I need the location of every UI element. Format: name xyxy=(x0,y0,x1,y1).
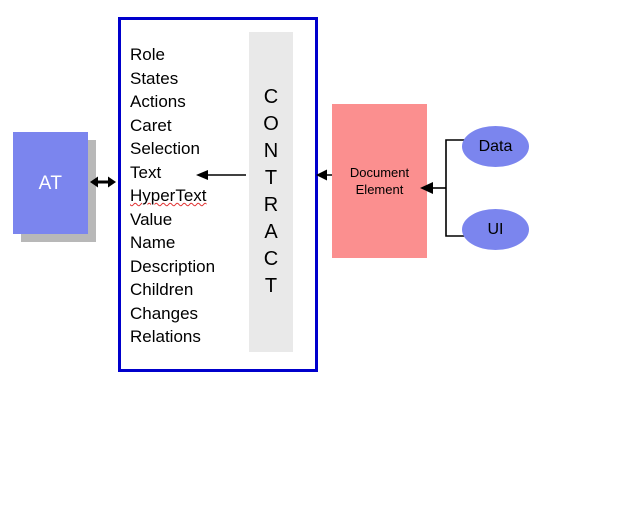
data-node-label: Data xyxy=(478,137,513,155)
contract-vertical-label: C O N T R A C T xyxy=(249,32,293,352)
contract-letter-5: A xyxy=(264,221,278,243)
contract-property-hypertext: HyperText xyxy=(130,186,207,205)
contract-letter-2: N xyxy=(263,140,279,162)
contract-letter-7: T xyxy=(264,275,278,297)
contract-property-relations: Relations xyxy=(130,327,201,346)
bidirectional-arrow-icon xyxy=(90,176,116,188)
ui-node[interactable]: UI xyxy=(462,209,529,250)
contract-property-list: Role States Actions Caret Selection Text… xyxy=(130,43,245,349)
data-node[interactable]: Data xyxy=(462,126,529,167)
contract-property-description: Description xyxy=(130,256,216,276)
contract-property-role: Role xyxy=(130,45,165,64)
contract-property-actions: Actions xyxy=(130,92,186,111)
contract-property-value: Value xyxy=(130,209,173,229)
at-node[interactable]: AT xyxy=(13,132,88,234)
contract-letter-1: O xyxy=(263,113,279,135)
ui-node-label: UI xyxy=(487,220,504,238)
contract-property-text: Text xyxy=(130,162,162,182)
contract-property-changes: Changes xyxy=(130,303,199,323)
contract-property-selection: Selection xyxy=(130,139,200,158)
contract-property-name: Name xyxy=(130,233,176,252)
contract-letter-0: C xyxy=(263,86,279,108)
contract-letter-6: C xyxy=(263,248,279,270)
document-element-node[interactable]: Document Element xyxy=(332,104,427,258)
contract-strip xyxy=(249,32,293,352)
contract-letter-3: T xyxy=(264,167,278,189)
at-node-label: AT xyxy=(38,172,63,194)
contract-property-children: Children xyxy=(130,280,194,299)
contract-property-caret: Caret xyxy=(130,115,172,135)
sources-to-document-bracket-icon xyxy=(420,139,466,237)
contract-letter-4: R xyxy=(263,194,279,216)
document-element-line1: Document xyxy=(349,165,410,180)
strip-to-text-arrow-icon xyxy=(196,170,246,180)
contract-property-states: States xyxy=(130,68,179,88)
document-element-label: Document Element xyxy=(350,164,409,198)
document-element-line2: Element xyxy=(355,182,404,197)
